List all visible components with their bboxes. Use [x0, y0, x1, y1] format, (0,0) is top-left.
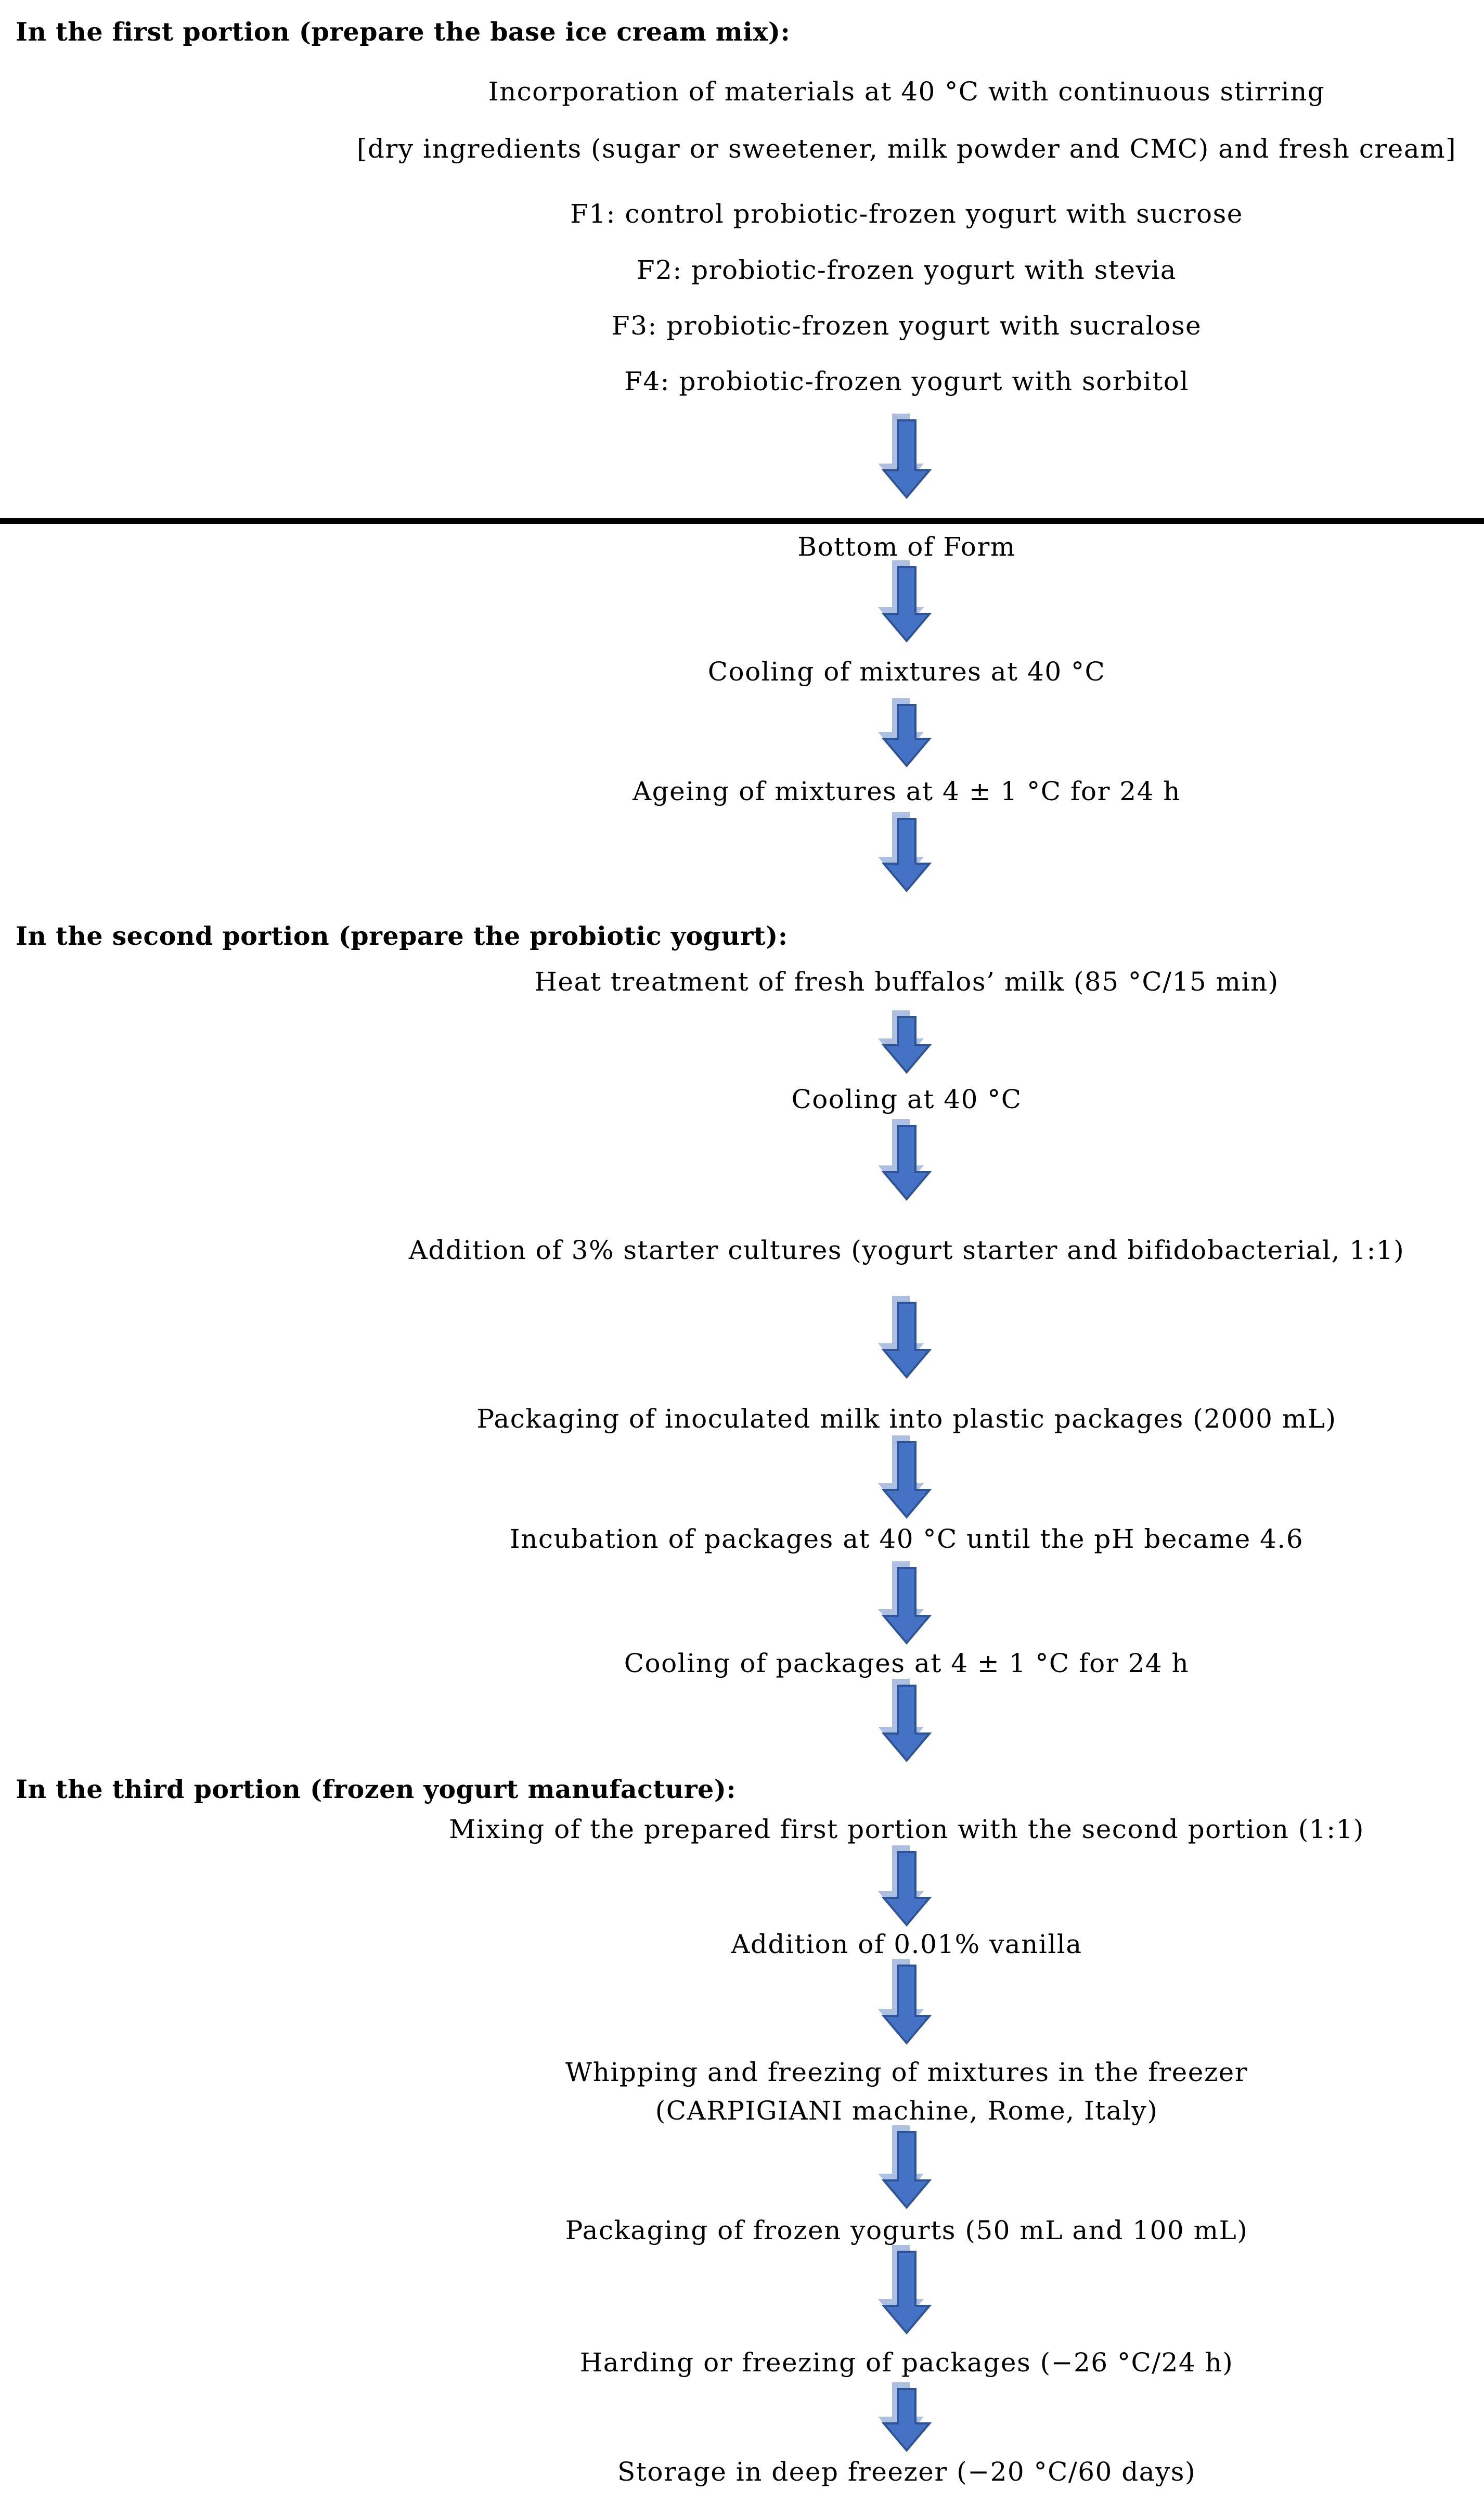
section-heading-first-portion: In the first portion (prepare the base i…	[16, 17, 791, 47]
step-formulation-f1: F1: control probiotic-frozen yogurt with…	[570, 199, 1243, 229]
step-mixing-portions: Mixing of the prepared first portion wit…	[449, 1814, 1364, 1844]
down-arrow-icon	[878, 2125, 932, 2210]
down-arrow-icon	[878, 698, 932, 768]
down-arrow-icon	[878, 1561, 932, 1645]
step-cooling-packages: Cooling of packages at 4 ± 1 °C for 24 h	[624, 1648, 1190, 1678]
bottom-of-form-label: Bottom of Form	[797, 532, 1016, 562]
step-dry-ingredients: [dry ingredients (sugar or sweetener, mi…	[356, 134, 1457, 164]
down-arrow-icon	[878, 1010, 932, 1074]
step-cooling-mixtures: Cooling of mixtures at 40 °C	[707, 657, 1106, 687]
step-formulation-f3: F3: probiotic-frozen yogurt with sucralo…	[611, 311, 1202, 341]
step-incubation: Incubation of packages at 40 °C until th…	[509, 1524, 1304, 1554]
down-arrow-icon	[878, 2382, 932, 2453]
step-formulation-f2: F2: probiotic-frozen yogurt with stevia	[636, 255, 1177, 285]
step-starter-cultures: Addition of 3% starter cultures (yogurt …	[408, 1235, 1405, 1265]
step-storage: Storage in deep freezer (−20 °C/60 days)	[617, 2457, 1196, 2487]
step-vanilla: Addition of 0.01% vanilla	[731, 1929, 1082, 1959]
step-whipping-freezing-line1: Whipping and freezing of mixtures in the…	[565, 2057, 1248, 2087]
down-arrow-icon	[878, 1959, 932, 2045]
down-arrow-icon	[878, 560, 932, 643]
down-arrow-icon	[878, 1845, 932, 1927]
step-formulation-f4: F4: probiotic-frozen yogurt with sorbito…	[624, 366, 1189, 396]
section-heading-second-portion: In the second portion (prepare the probi…	[16, 921, 788, 951]
down-arrow-icon	[878, 1679, 932, 1763]
step-ageing-mixtures: Ageing of mixtures at 4 ± 1 °C for 24 h	[632, 776, 1181, 806]
step-packaging-frozen-yogurts: Packaging of frozen yogurts (50 mL and 1…	[565, 2215, 1248, 2245]
step-hardening: Harding or freezing of packages (−26 °C/…	[579, 2347, 1234, 2378]
step-packaging-inoculated-milk: Packaging of inoculated milk into plasti…	[476, 1404, 1337, 1434]
down-arrow-icon	[878, 414, 932, 499]
step-heat-treatment: Heat treatment of fresh buffalos’ milk (…	[534, 967, 1279, 997]
page-divider-line	[0, 518, 1484, 524]
step-cooling-40: Cooling at 40 °C	[791, 1084, 1022, 1114]
step-incorporation: Incorporation of materials at 40 °C with…	[488, 76, 1325, 107]
down-arrow-icon	[878, 1435, 932, 1519]
step-whipping-freezing-line2: (CARPIGIANI machine, Rome, Italy)	[655, 2096, 1158, 2126]
down-arrow-icon	[878, 2245, 932, 2335]
down-arrow-icon	[878, 1296, 932, 1379]
down-arrow-icon	[878, 1119, 932, 1201]
section-heading-third-portion: In the third portion (frozen yogurt manu…	[16, 1774, 737, 1804]
down-arrow-icon	[878, 812, 932, 893]
